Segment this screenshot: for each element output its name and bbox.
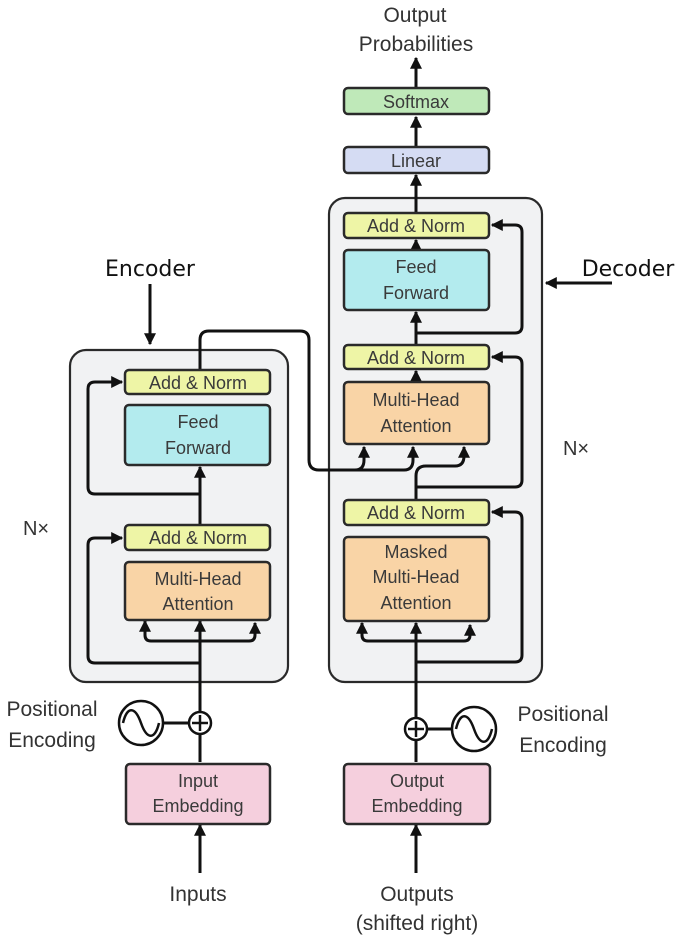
plus-circle-icon <box>187 710 213 736</box>
encoder-add-norm-bottom: Add & Norm <box>123 523 272 552</box>
decoder-add-norm-bottom: Add & Norm <box>342 498 491 527</box>
decoder-label: Decoder <box>582 257 676 282</box>
positional-encoding-right-2: Encoding <box>519 734 607 757</box>
input-embedding: Input Embedding <box>124 762 272 826</box>
svg-text:Attention: Attention <box>162 594 233 614</box>
encoder-label: Encoder <box>105 257 196 282</box>
output-probabilities-label-1: Output <box>383 4 446 27</box>
svg-text:Softmax: Softmax <box>383 92 449 112</box>
plus-circle-icon <box>403 716 429 742</box>
svg-text:Add & Norm: Add & Norm <box>149 528 247 548</box>
decoder-add-norm-top: Add & Norm <box>342 211 491 240</box>
svg-text:Add & Norm: Add & Norm <box>367 348 465 368</box>
linear-block: Linear <box>342 145 491 175</box>
svg-text:Feed: Feed <box>395 257 436 277</box>
decoder-masked-multi-head-attention: Masked Multi-Head Attention <box>342 535 491 623</box>
svg-text:Attention: Attention <box>380 416 451 436</box>
connections <box>86 56 612 873</box>
svg-text:Masked: Masked <box>384 542 447 562</box>
svg-text:Linear: Linear <box>391 151 441 171</box>
sine-wave-icon <box>450 705 498 753</box>
encoder-add-norm-top: Add & Norm <box>123 368 272 396</box>
encoder-multi-head-attention: Multi-Head Attention <box>123 560 272 622</box>
svg-text:Forward: Forward <box>383 283 449 303</box>
outputs-label-2: (shifted right) <box>356 912 479 935</box>
svg-text:Add & Norm: Add & Norm <box>149 373 247 393</box>
svg-text:Multi-Head: Multi-Head <box>372 390 459 410</box>
sine-wave-icon <box>117 699 165 747</box>
svg-text:Add & Norm: Add & Norm <box>367 503 465 523</box>
svg-text:Output: Output <box>390 771 444 791</box>
positional-encoding-left-1: Positional <box>6 698 97 721</box>
svg-text:Input: Input <box>178 771 218 791</box>
svg-text:Multi-Head: Multi-Head <box>372 567 459 587</box>
outputs-label-1: Outputs <box>380 883 454 906</box>
decoder-nx-label: N× <box>563 438 589 460</box>
encoder-nx-label: N× <box>23 518 49 540</box>
softmax-block: Softmax <box>342 86 491 116</box>
svg-text:Embedding: Embedding <box>371 796 462 816</box>
svg-text:Attention: Attention <box>380 593 451 613</box>
decoder-add-norm-middle: Add & Norm <box>342 343 491 371</box>
encoder-feed-forward: Feed Forward <box>123 403 272 467</box>
output-probabilities-label-2: Probabilities <box>359 33 473 56</box>
positional-encoding-right-1: Positional <box>517 703 608 726</box>
svg-text:Add & Norm: Add & Norm <box>367 216 465 236</box>
svg-text:Forward: Forward <box>165 438 231 458</box>
svg-text:Embedding: Embedding <box>152 796 243 816</box>
decoder-feed-forward: Feed Forward <box>342 248 491 312</box>
output-embedding: Output Embedding <box>342 762 492 826</box>
inputs-label: Inputs <box>169 883 226 906</box>
decoder-multi-head-attention: Multi-Head Attention <box>342 380 491 446</box>
svg-text:Feed: Feed <box>177 412 218 432</box>
svg-text:Multi-Head: Multi-Head <box>154 569 241 589</box>
positional-encoding-left-2: Encoding <box>8 729 96 752</box>
